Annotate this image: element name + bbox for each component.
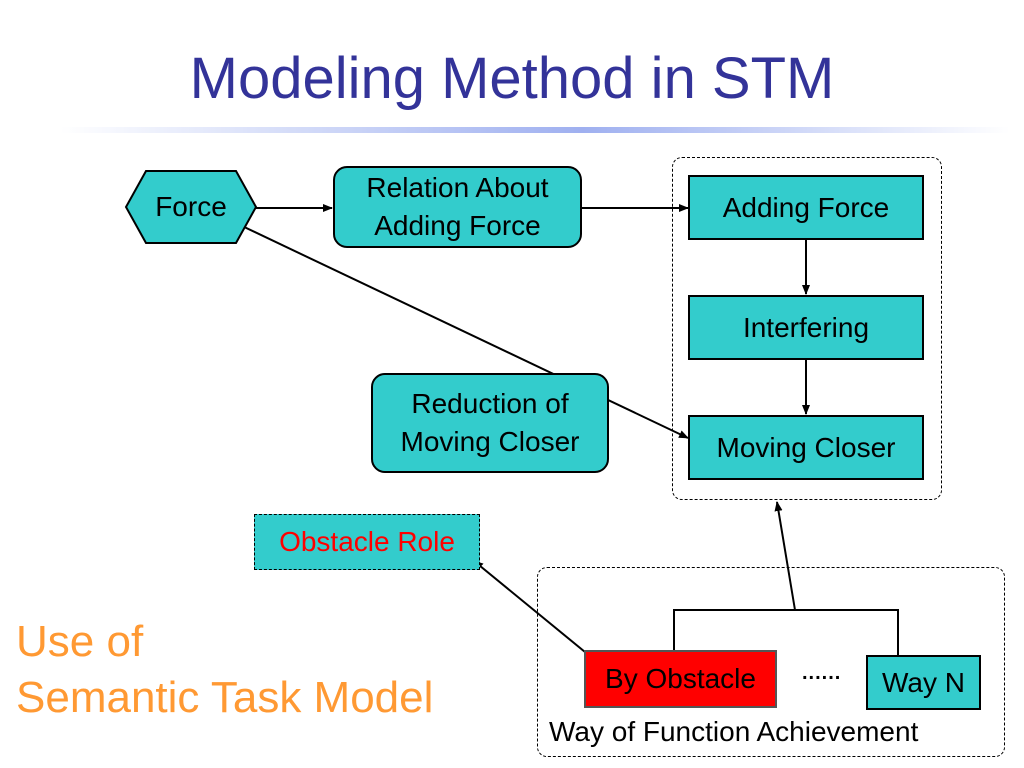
relation-line-1: Relation About [366, 172, 549, 203]
edge-force-to-moving-closer [239, 224, 689, 439]
moving-closer-node: Moving Closer [688, 415, 924, 480]
side-note-line-1: Use of [16, 617, 144, 666]
reduction-line-1: Reduction of [411, 388, 569, 419]
adding-force-node: Adding Force [688, 175, 924, 240]
side-note: Use of Semantic Task Model [16, 614, 433, 726]
edge-by-obstacle-to-obstacle-role [473, 560, 586, 653]
force-node [124, 170, 258, 244]
side-note-line-2: Semantic Task Model [16, 673, 434, 722]
ellipsis: ...... [802, 662, 842, 684]
way-n-node: Way N [866, 655, 981, 710]
interfering-node: Interfering [688, 295, 924, 360]
edge-group-to-moving-closer [774, 501, 796, 611]
way-of-achievement-container [537, 567, 1005, 757]
force-node-label: Force [155, 191, 227, 222]
by-obstacle-node: By Obstacle [584, 650, 777, 708]
reduction-line-2: Moving Closer [400, 426, 580, 457]
relation-about-adding-force-node: Relation About Adding Force [333, 166, 582, 248]
reduction-of-moving-closer-node: Reduction of Moving Closer [371, 373, 609, 473]
relation-line-2: Adding Force [374, 210, 541, 241]
edge-tree-branch [673, 609, 899, 655]
title-divider [60, 127, 1010, 133]
obstacle-role-node: Obstacle Role [254, 514, 480, 570]
way-of-function-achievement-label: Way of Function Achievement [549, 713, 919, 751]
page-title: Modeling Method in STM [189, 46, 835, 111]
function-group-container [672, 157, 942, 500]
